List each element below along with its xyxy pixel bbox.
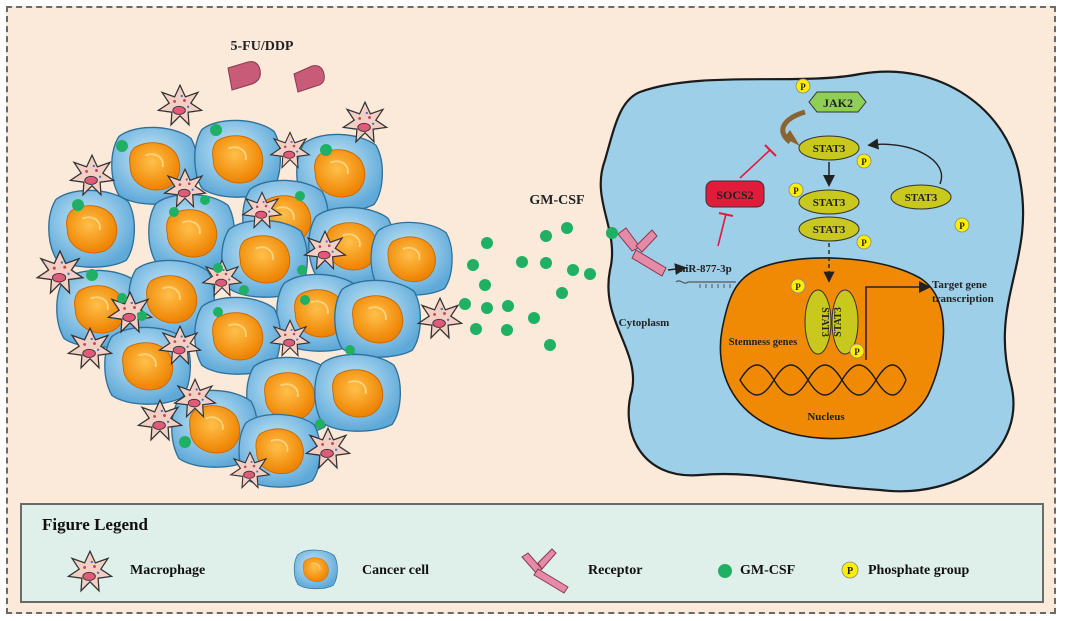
- phosphate-icon: [954, 217, 970, 233]
- transcription-arrow: [865, 281, 931, 360]
- phosphate-icon: [795, 78, 811, 94]
- stat3-label: STAT3: [833, 307, 844, 337]
- gmcsf-icon: [718, 564, 732, 578]
- cancer-cell: [313, 353, 402, 433]
- stat3-recruit-arrow: [867, 138, 943, 185]
- stat3-label: STAT3: [813, 224, 846, 236]
- drug-capsule-icon: [227, 61, 325, 93]
- nucleus-label: Nucleus: [807, 411, 845, 423]
- legend-phosphate-label: Phosphate group: [868, 563, 970, 578]
- stat3-ellipse: [890, 184, 952, 210]
- jak2-label: JAK2: [823, 96, 853, 110]
- gmcsf-bound-dot: [606, 227, 618, 239]
- legend-receptor-label: Receptor: [588, 563, 643, 578]
- gmcsf-label: GM-CSF: [529, 193, 584, 208]
- legend-cancer-cell-label: Cancer cell: [362, 563, 429, 578]
- jak2-box: [808, 91, 867, 113]
- socs2-label: SOCS2: [716, 188, 753, 202]
- phosphate-icon: [856, 153, 872, 169]
- phosphate-icon: [849, 343, 865, 359]
- macrophage: [157, 84, 203, 126]
- receptor-icon: [521, 548, 569, 594]
- phosphate-icon: [790, 278, 806, 294]
- macrophage: [417, 297, 463, 339]
- stat3-label: STAT3: [813, 143, 846, 155]
- target-gene-label-line1: Target gene: [932, 279, 987, 291]
- figure-legend: Figure Legend P Macrophage Cancer cell R…: [20, 503, 1044, 603]
- legend-macrophage-label: Macrophage: [130, 563, 206, 578]
- phosphate-symbol: P: [959, 221, 965, 231]
- phosphate-icon: [788, 182, 804, 198]
- phosphate-symbol: P: [793, 186, 799, 196]
- stat3-ellipse: [804, 289, 832, 355]
- phosphate-symbol: P: [800, 82, 806, 92]
- macrophage-icon: [67, 550, 113, 592]
- stat3-label: STAT3: [905, 192, 938, 204]
- phosphate-symbol: P: [861, 157, 867, 167]
- jak2-activation-arrowhead: [784, 130, 800, 146]
- stat3-ellipse: [831, 289, 859, 355]
- mirna-strand-icon: [675, 280, 736, 284]
- stat3-ellipse: [798, 135, 860, 161]
- inhibition-bar: [718, 212, 734, 217]
- gmcsf-dots-free: [459, 222, 618, 351]
- drug-label: 5-FU/DDP: [231, 39, 294, 54]
- phosphate-icon: [856, 234, 872, 250]
- tumor-cluster: [36, 84, 463, 489]
- stat3-ellipse: [798, 216, 860, 242]
- gmcsf-dots-cluster: [72, 124, 355, 448]
- stat3-label: STAT3: [813, 197, 846, 209]
- stat3-label: STAT3: [819, 307, 830, 337]
- mirna-label: miR-877-3p: [676, 263, 732, 275]
- stat3-ellipse: [798, 189, 860, 215]
- dna-strand-icon: [739, 364, 907, 396]
- phosphate-symbol: P: [795, 282, 801, 292]
- inhibition-bar: [764, 144, 777, 157]
- cancer-cell-icon: [293, 549, 338, 590]
- inhibition-mirna-socs2: [717, 213, 727, 247]
- dna-strand-icon: [739, 364, 907, 396]
- macrophage: [69, 154, 115, 196]
- legend-gmcsf-label: GM-CSF: [740, 563, 796, 578]
- socs2-box: [705, 180, 765, 208]
- phosphate-symbol: P: [854, 347, 860, 357]
- legend-icons: P: [67, 548, 859, 594]
- cytoplasm-label: Cytoplasm: [619, 317, 670, 329]
- phosphate-symbol: P: [861, 238, 867, 248]
- inhibition-socs2-stat3: [739, 149, 771, 179]
- phosphate-symbol: P: [847, 566, 853, 577]
- mirna-hairpin-icon: [699, 284, 731, 288]
- receptor-icon: [617, 227, 667, 277]
- phosphate-icon: [841, 561, 859, 579]
- legend-title: Figure Legend: [42, 515, 148, 534]
- target-gene-label-line2: transcription: [932, 293, 994, 305]
- stemness-genes-label: Stemness genes: [729, 337, 798, 348]
- receptor-arrow: [667, 263, 687, 276]
